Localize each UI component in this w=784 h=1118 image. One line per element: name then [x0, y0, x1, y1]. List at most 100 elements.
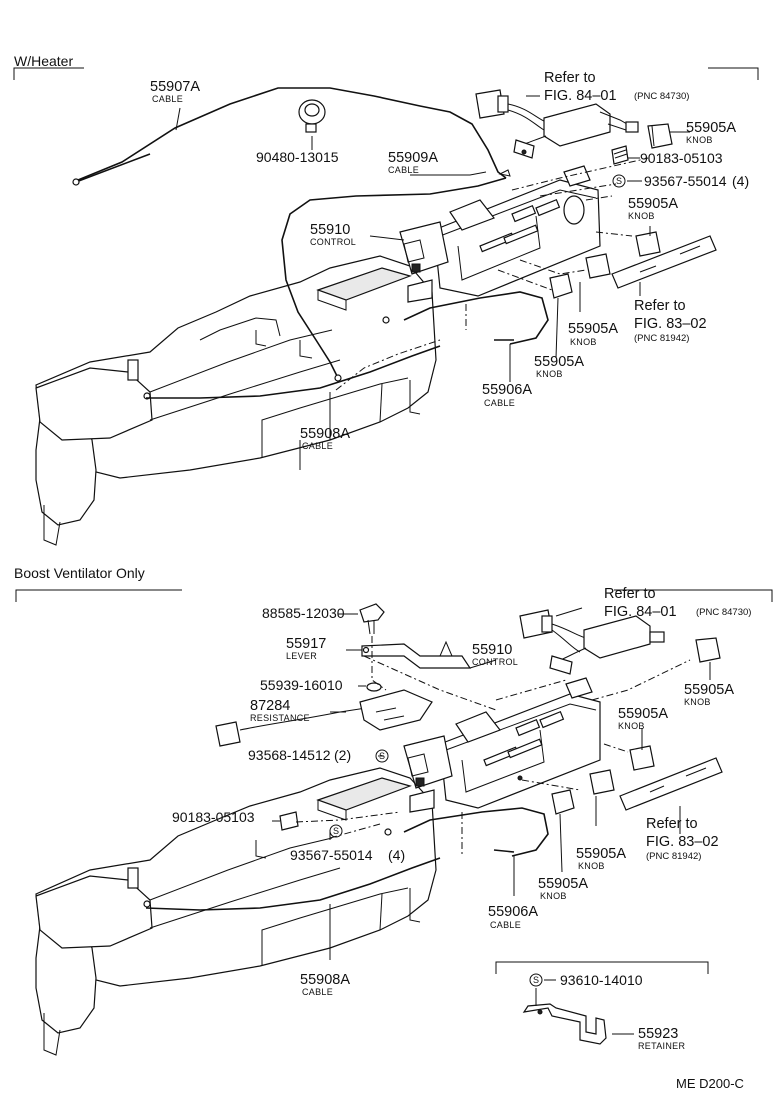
- control-plate-83-02: [611, 235, 717, 289]
- clip-90183-icon: [611, 145, 629, 165]
- label-qty-2: (2): [334, 747, 351, 763]
- cable-55906a-line-boost: [403, 807, 549, 857]
- knob-mid-icon: [589, 769, 615, 795]
- section-boost: Boost Ventilator Only: [14, 565, 773, 1056]
- label-pn-88585-12030: 88585-12030: [262, 605, 345, 621]
- label-pn-55905a: 55905A: [684, 682, 734, 698]
- knob-right-icon: [635, 231, 661, 257]
- control-plate-83-02-boost: [619, 757, 723, 811]
- screw-symbol-text: S: [533, 975, 539, 985]
- label-pn-55905a: 55905A: [618, 706, 668, 722]
- retainer-subbox: [495, 961, 709, 974]
- knob-mid-icon: [585, 253, 611, 279]
- label-name-knob: KNOB: [686, 135, 713, 145]
- label-name-knob: KNOB: [628, 211, 655, 221]
- label-name-knob: KNOB: [536, 369, 563, 379]
- label-pn-93568-14512: 93568-14512: [248, 747, 331, 763]
- label-pn-55908a: 55908A: [300, 426, 350, 442]
- label-pn-93567-55014: 93567-55014: [644, 173, 727, 189]
- label-pn-55906a: 55906A: [488, 904, 538, 920]
- label-pn-93610-14010: 93610-14010: [560, 972, 643, 988]
- label-name-retainer: RETAINER: [638, 1041, 685, 1051]
- label-name-cable: CABLE: [490, 920, 521, 930]
- clip-90183-icon: [279, 811, 299, 831]
- label-pn-90183-05103: 90183-05103: [172, 809, 255, 825]
- label-fig-84-01: FIG. 84–01: [544, 88, 617, 104]
- bolt-90480-13015: [298, 99, 326, 133]
- label-pn-55923: 55923: [638, 1026, 678, 1042]
- label-name-knob: KNOB: [570, 337, 597, 347]
- label-pn-55905a: 55905A: [534, 354, 584, 370]
- retainer-55923: [522, 988, 607, 1045]
- knob-low-icon: [551, 789, 575, 815]
- label-pn-90183-05103: 90183-05103: [640, 150, 723, 166]
- label-pnc-81942: (PNC 81942): [646, 851, 701, 862]
- heater-unit-illustration: [35, 255, 437, 546]
- screw-symbol-icon: [529, 973, 543, 987]
- label-pnc-84730: (PNC 84730): [634, 91, 689, 102]
- label-pn-55909a: 55909A: [388, 150, 438, 166]
- label-fig-83-02: FIG. 83–02: [634, 316, 707, 332]
- screw-symbol-icon: [329, 824, 343, 838]
- label-pn-87284: 87284: [250, 698, 290, 714]
- label-pn-55905a: 55905A: [576, 846, 626, 862]
- label-name-knob: KNOB: [578, 861, 605, 871]
- lever-55917: [361, 640, 472, 669]
- label-qty-4: (4): [732, 173, 749, 189]
- label-name-knob: KNOB: [540, 891, 567, 901]
- label-name-knob: KNOB: [684, 697, 711, 707]
- label-pn-55906a: 55906A: [482, 382, 532, 398]
- resistance-87284: [215, 689, 433, 747]
- label-pn-55910: 55910: [472, 642, 512, 658]
- label-pnc-81942: (PNC 81942): [634, 333, 689, 344]
- cable-55908a-line-boost: [145, 857, 441, 911]
- label-name-cable: CABLE: [152, 94, 183, 104]
- label-pn-93567-55014: 93567-55014: [290, 847, 373, 863]
- section-bracket-boost: [15, 589, 182, 602]
- label-qty-4: (4): [388, 847, 405, 863]
- screw-symbol-icon: [375, 749, 389, 763]
- screw-symbol-text: S: [333, 826, 339, 836]
- cable-55907a-line: [77, 87, 507, 181]
- knob-top-icon: [647, 123, 673, 149]
- label-refer-to: Refer to: [646, 816, 698, 832]
- figure-code: ME D200-C: [676, 1076, 744, 1091]
- clip-88585-12030: [359, 603, 385, 635]
- wire-harness-84-01: [475, 89, 639, 159]
- label-name-control: CONTROL: [472, 657, 518, 667]
- label-name-lever: LEVER: [286, 651, 317, 661]
- label-pn-55905a: 55905A: [568, 321, 618, 337]
- label-pn-55905a: 55905A: [628, 196, 678, 212]
- cable-55909a-line: [281, 177, 507, 379]
- label-name-cable: CABLE: [302, 441, 333, 451]
- label-name-cable: CABLE: [388, 165, 419, 175]
- label-fig-84-01: FIG. 84–01: [604, 604, 677, 620]
- label-refer-to: Refer to: [634, 298, 686, 314]
- screw-symbol-icon: [612, 174, 626, 188]
- label-pn-55939-16010: 55939-16010: [260, 677, 343, 693]
- label-name-control: CONTROL: [310, 237, 356, 247]
- label-name-resistance: RESISTANCE: [250, 713, 310, 723]
- section-bracket-heater: [13, 67, 84, 80]
- label-name-cable: CABLE: [302, 987, 333, 997]
- knob-low-icon: [549, 273, 573, 299]
- control-55910-assembly-boost: [403, 677, 601, 813]
- screw-symbol-text: S: [379, 751, 385, 761]
- wire-harness-84-01-boost: [519, 609, 665, 675]
- label-refer-to: Refer to: [604, 586, 656, 602]
- label-pn-90480-13015: 90480-13015: [256, 149, 339, 165]
- heater-unit-illustration-boost: [35, 767, 437, 1056]
- nut-55939-icon: [366, 682, 382, 692]
- section-heater: W/Heater: [13, 53, 759, 546]
- cable-55908a-line: [146, 345, 441, 399]
- section-title-boost: Boost Ventilator Only: [14, 565, 145, 581]
- control-55910-assembly: [399, 165, 601, 303]
- label-pn-55907a: 55907A: [150, 79, 200, 95]
- label-pn-55910: 55910: [310, 222, 350, 238]
- knob-right-icon: [629, 745, 655, 771]
- cable-55906a-line: [403, 291, 549, 345]
- section-title-heater: W/Heater: [14, 53, 73, 69]
- label-pnc-84730: (PNC 84730): [696, 607, 751, 618]
- label-pn-55917: 55917: [286, 636, 326, 652]
